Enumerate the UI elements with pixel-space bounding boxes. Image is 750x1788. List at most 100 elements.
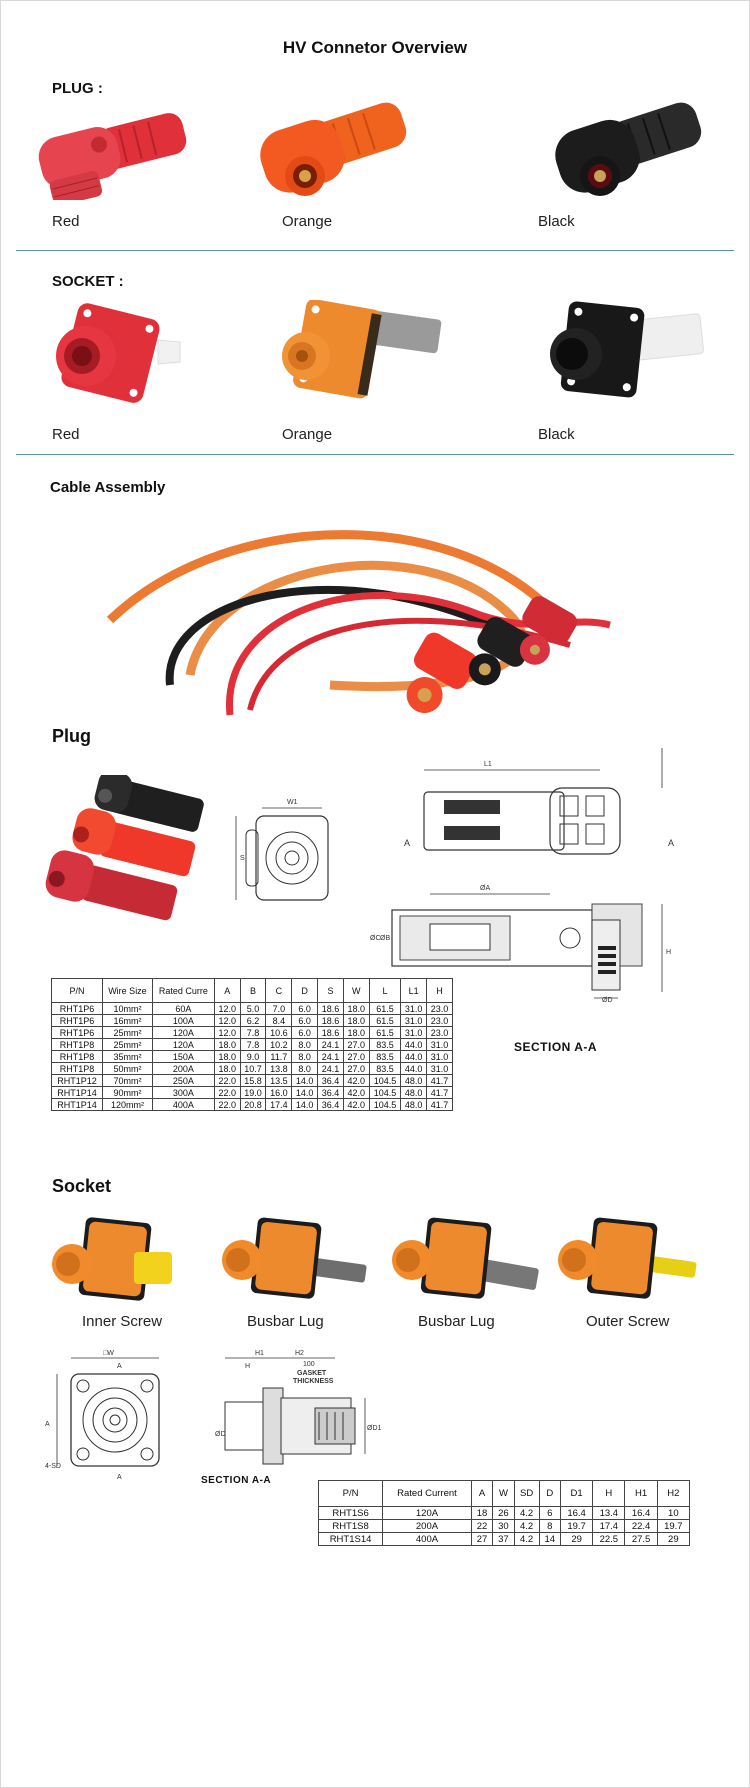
plug-drawing-label: Plug <box>52 726 91 746</box>
socket-front-view-drawing: □W A A 4-SD A <box>45 1350 160 1481</box>
table-cell: 200A <box>382 1519 472 1533</box>
table-cell: 18.0 <box>342 1014 370 1027</box>
socket-dim-gasket-text2: THICKNESS <box>293 1378 334 1385</box>
table-cell: 42.0 <box>342 1086 370 1099</box>
plug-black-image <box>555 102 702 196</box>
socket-busbar-lug-image-2 <box>392 1217 539 1299</box>
table-cell: RHT1P8 <box>50 1038 104 1051</box>
table-cell: 12.0 <box>213 1014 241 1027</box>
table-cell: RHT1P6 <box>50 1014 104 1027</box>
table-cell: 14 <box>538 1532 561 1546</box>
table-header-cell: H1 <box>624 1480 658 1507</box>
table-cell: 70mm² <box>102 1074 153 1087</box>
table-cell: 6.2 <box>239 1014 267 1027</box>
table-header-cell: Wire Size <box>102 978 153 1003</box>
table-header-cell: H <box>426 978 453 1003</box>
table-cell: 200A <box>151 1062 215 1075</box>
table-cell: 4.2 <box>513 1532 540 1546</box>
table-cell: 18.0 <box>342 1002 370 1015</box>
table-cell: 13.5 <box>265 1074 293 1087</box>
table-cell: 26 <box>492 1506 515 1520</box>
socket-busbar-lug-image-1 <box>222 1217 367 1299</box>
cable-assembly-label: Cable Assembly <box>50 479 166 496</box>
table-cell: 27.0 <box>342 1050 370 1063</box>
table-cell: 31.0 <box>400 1014 428 1027</box>
plug-dim-l1: L1 <box>484 761 492 768</box>
table-cell: 104.5 <box>368 1086 402 1099</box>
socket-red-image <box>56 303 181 403</box>
table-cell: 17.4 <box>592 1519 626 1533</box>
plug-dim-s: S <box>240 855 245 862</box>
table-cell: 4.2 <box>513 1519 540 1533</box>
table-header-cell: A <box>213 978 241 1003</box>
table-cell: 8.0 <box>291 1062 319 1075</box>
table-cell: 27.0 <box>342 1038 370 1051</box>
socket-inner-screw-image <box>52 1217 172 1301</box>
table-cell: 17.4 <box>265 1098 293 1111</box>
table-cell: 120A <box>151 1038 215 1051</box>
table-cell: 6.0 <box>291 1002 319 1015</box>
table-cell: 20.8 <box>239 1098 267 1111</box>
table-cell: 30 <box>492 1519 515 1533</box>
socket-dim-a-bottom: A <box>117 1474 122 1481</box>
socket-section-a-a-label: SECTION A-A <box>201 1475 272 1486</box>
table-cell: 83.5 <box>368 1062 402 1075</box>
table-cell: 120A <box>382 1506 472 1520</box>
socket-dim-gasket-val: 100 <box>303 1361 315 1368</box>
table-header-cell: L <box>368 978 402 1003</box>
socket-color-black: Black <box>538 426 575 443</box>
table-cell: 23.0 <box>426 1002 453 1015</box>
plug-side-view-drawing: L1 A A <box>404 748 674 855</box>
table-cell: 41.7 <box>426 1098 453 1111</box>
plug-color-black: Black <box>538 213 575 230</box>
table-cell: 24.1 <box>317 1038 344 1051</box>
table-cell: 9.0 <box>239 1050 267 1063</box>
table-header-cell: S <box>317 978 344 1003</box>
table-cell: 90mm² <box>102 1086 153 1099</box>
table-cell: 104.5 <box>368 1098 402 1111</box>
plug-dim-d: ØD <box>602 997 613 1004</box>
socket-dim-d: ØD <box>215 1431 226 1438</box>
plug-stack-image <box>45 775 204 921</box>
table-cell: 31.0 <box>426 1062 453 1075</box>
table-cell: 31.0 <box>426 1050 453 1063</box>
table-cell: 18.0 <box>213 1038 241 1051</box>
socket-dim-gasket-text1: GASKET <box>297 1370 327 1377</box>
table-header-cell: A <box>470 1480 494 1507</box>
socket-outer-screw-image <box>558 1217 697 1299</box>
table-cell: 11.7 <box>265 1050 293 1063</box>
table-cell: 60A <box>151 1002 215 1015</box>
table-header-cell: L1 <box>400 978 428 1003</box>
table-cell: 24.1 <box>317 1050 344 1063</box>
table-cell: 19.7 <box>559 1519 594 1533</box>
table-cell: 48.0 <box>400 1086 428 1099</box>
table-cell: 15.8 <box>239 1074 267 1087</box>
table-header-cell: D <box>538 1480 561 1507</box>
table-cell: 150A <box>151 1050 215 1063</box>
table-cell: 22.0 <box>213 1098 241 1111</box>
socket-dim-h2: H2 <box>295 1350 304 1357</box>
divider-1 <box>16 250 734 251</box>
table-cell: 14.0 <box>291 1074 319 1087</box>
socket-dim-h: H <box>245 1363 250 1370</box>
table-header-cell: W <box>342 978 370 1003</box>
table-cell: 29 <box>656 1532 691 1546</box>
table-cell: 16.4 <box>624 1506 658 1520</box>
page-title: HV Connetor Overview <box>282 38 468 57</box>
table-cell: 36.4 <box>317 1086 344 1099</box>
table-header-cell: C <box>265 978 293 1003</box>
table-cell: 22 <box>470 1519 494 1533</box>
table-cell: 25mm² <box>102 1038 153 1051</box>
plug-dim-a-left: A <box>404 838 410 848</box>
table-cell: 27.0 <box>342 1062 370 1075</box>
table-cell: 5.0 <box>239 1002 267 1015</box>
table-header-cell: Rated Curre <box>151 978 215 1003</box>
